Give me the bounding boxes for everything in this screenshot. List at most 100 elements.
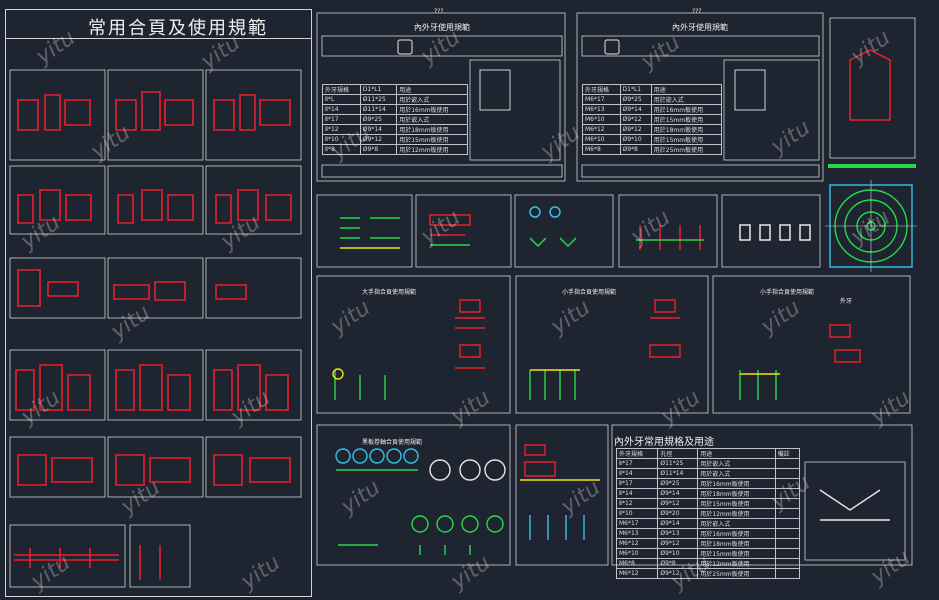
left-red-parts — [14, 91, 292, 580]
table-cell: Ø9*10 — [657, 548, 699, 559]
table-cell: Ø9*12 — [359, 134, 398, 145]
table-cell: 用於18mm板使用 — [650, 124, 723, 135]
thread-sheet-2 — [576, 12, 824, 182]
thread-sheet-1-title: 內外牙使用規範 — [414, 23, 470, 32]
table-cell: Ø9*25 — [359, 114, 398, 125]
hinge-details — [332, 299, 861, 400]
table-cell: 用於18mm板使用 — [697, 488, 776, 499]
table-cell: Ⅱ*10 — [615, 508, 659, 519]
hinge-sheet-2-title: 小手指合頁使用規範 — [562, 289, 617, 296]
table-cell — [774, 558, 801, 569]
table-cell: 用於15mm板使用 — [650, 134, 723, 145]
table-cell: Ⅱ*17 — [322, 114, 361, 125]
table-header-row: 外牙規格 D1*L1 用途 — [582, 84, 723, 95]
table-cell: Ø9*12 — [619, 114, 652, 125]
table-cell: Ø9*14 — [657, 488, 699, 499]
table-cell — [774, 538, 801, 549]
left-drawing-grid — [9, 69, 302, 588]
hinge-sheet-3-title: 小手指合頁使用規範 — [760, 289, 815, 296]
table-cell — [774, 488, 801, 499]
table-cell: Ø11*14 — [359, 104, 398, 115]
table-cell: Ø9*20 — [657, 508, 699, 519]
top-tag-1: ??? — [434, 8, 444, 15]
table-cell: M6*17 — [615, 518, 659, 529]
table-cell: 用於嵌入式 — [650, 94, 723, 105]
table-cell — [774, 478, 801, 489]
hinge-detail-sheet — [828, 17, 916, 168]
table-cell: 用於15mm板使用 — [697, 498, 776, 509]
table-cell: 用於嵌入式 — [697, 468, 776, 479]
table-cell: Ⅱ*12 — [322, 124, 361, 135]
main-title: 常用合頁及使用規範 — [88, 18, 268, 39]
table-cell: Ø9*12 — [619, 124, 652, 135]
table-cell: 用於25mm板使用 — [650, 144, 723, 155]
table-cell: M6*10 — [582, 134, 621, 145]
table-cell: 用於12mm板使用 — [697, 508, 776, 519]
top-tag-2: ??? — [692, 8, 702, 15]
thread-sheet-1 — [316, 12, 566, 182]
table-cell: Ⅱ*14 — [615, 468, 659, 479]
table-cell: Ⅱ*8 — [322, 144, 361, 155]
table-cell: 用於18mm板使用 — [396, 124, 468, 135]
turntable-drawing — [825, 180, 917, 272]
hinge-sheet-1-title: 大手指合頁使用規範 — [362, 289, 417, 296]
table-cell — [774, 528, 801, 539]
table-cell: M6*8 — [582, 144, 621, 155]
table-cell: M6*12 — [582, 124, 621, 135]
table-cell: 用於18mm板使用 — [697, 538, 776, 549]
table-cell: Ø9*12 — [657, 538, 699, 549]
table-cell: Ø9*8 — [657, 558, 699, 569]
table-cell: Ø9*8 — [619, 144, 652, 155]
table-cell: Ø9*12 — [657, 568, 699, 579]
table-header-cell: 外牙規格 — [615, 448, 659, 459]
table-cell: Ⅱ*10 — [322, 134, 361, 145]
table-header-cell: 孔徑 — [657, 448, 699, 459]
main-title-underline — [5, 38, 312, 39]
table-cell: Ø11*14 — [657, 468, 699, 479]
table-header-cell: 備註 — [774, 448, 801, 459]
table-header-cell: 用途 — [697, 448, 776, 459]
bottom-sheets — [316, 424, 913, 566]
table-cell: 用於16mm板使用 — [396, 104, 468, 115]
table-cell — [774, 568, 801, 579]
table-cell: M6*10 — [615, 548, 659, 559]
table-cell: 用於15mm板使用 — [650, 114, 723, 125]
middle-row-colored — [340, 206, 811, 250]
table-cell: 用於15mm板使用 — [697, 548, 776, 559]
table-cell: Ⅱ*17 — [615, 458, 659, 469]
table-cell: Ø9*14 — [359, 124, 398, 135]
table-cell: Ø11*25 — [657, 458, 699, 469]
table-cell: 用於嵌入式 — [697, 458, 776, 469]
table-header-cell: 外牙規格 — [322, 84, 361, 95]
table-cell — [774, 548, 801, 559]
thread-sheet-2-title: 內外牙使用規範 — [672, 23, 728, 32]
table-cell: M6*10 — [582, 114, 621, 125]
table-cell: Ø11*25 — [359, 94, 398, 105]
screw-icons-top — [397, 39, 766, 111]
table-cell: Ø9*14 — [657, 518, 699, 529]
table-cell: M6*13 — [582, 104, 621, 115]
table-header-cell: 用途 — [650, 84, 723, 95]
table-cell: Ⅱ*17 — [615, 478, 659, 489]
note-outer: 外牙 — [840, 298, 853, 305]
table-cell — [774, 498, 801, 509]
